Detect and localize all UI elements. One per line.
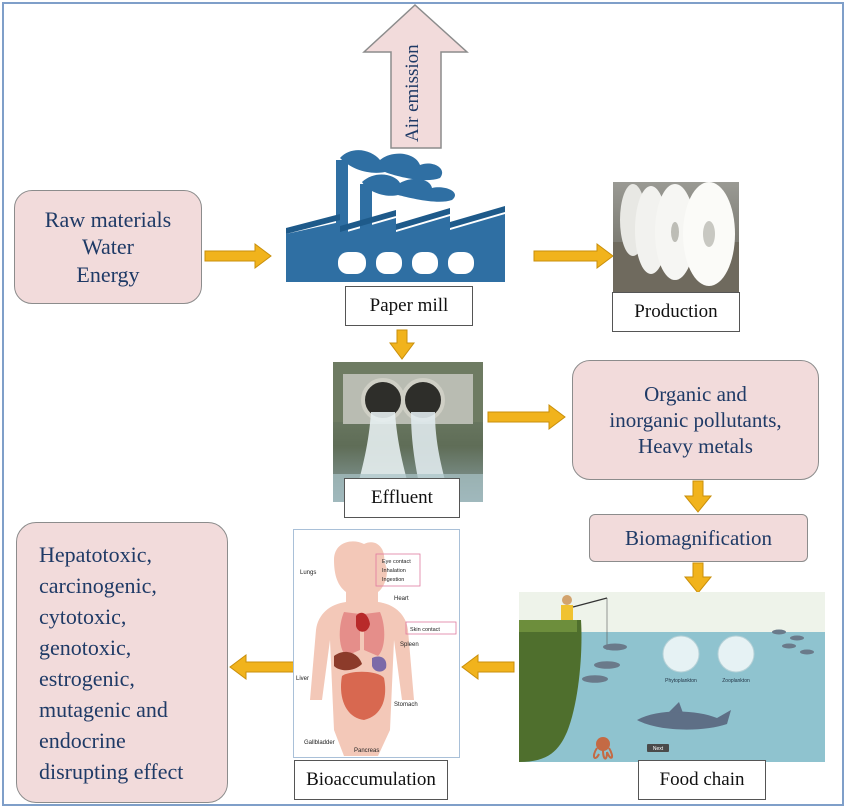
effect-hepatotoxic: Hepatotoxic, (39, 542, 153, 567)
effect-disrupting: disrupting effect (39, 759, 184, 784)
production-label: Production (612, 292, 740, 332)
pollutants-box: Organic and inorganic pollutants, Heavy … (572, 360, 819, 480)
effect-mutagenic: mutagenic and (39, 697, 168, 722)
effluent-label: Effluent (344, 478, 460, 518)
food-chain-label: Food chain (638, 760, 766, 800)
exposure-ingestion: Ingestion (382, 577, 404, 583)
organ-pancreas-label: Pancreas (354, 748, 379, 754)
health-effects-box: Hepatotoxic, carcinogenic, cytotoxic, ge… (16, 522, 228, 803)
organ-liver-label: Liver (296, 676, 309, 682)
exposure-inhalation: Inhalation (382, 568, 406, 574)
exposure-eye-contact: Eye contact (382, 559, 411, 565)
organ-heart-label: Heart (394, 596, 409, 602)
effect-genotoxic: genotoxic, (39, 635, 132, 660)
effect-endocrine: endocrine (39, 728, 126, 753)
next-button-label: Next (653, 746, 664, 752)
zooplankton-label: Zooplankton (722, 678, 750, 684)
pollutants-line-2: inorganic pollutants, (609, 407, 782, 432)
effect-cytotoxic: cytotoxic, (39, 604, 127, 629)
phytoplankton-label: Phytoplankton (665, 678, 697, 684)
paper-mill-label: Paper mill (345, 286, 473, 326)
effect-carcinogenic: carcinogenic, (39, 573, 157, 598)
organ-stomach-label: Stomach (394, 702, 418, 708)
inputs-box: Raw materials Water Energy (14, 190, 202, 304)
input-water: Water (82, 234, 134, 260)
organ-lungs-label: Lungs (300, 570, 316, 576)
biomagnification-box: Biomagnification (589, 514, 808, 562)
pollutants-line-3: Heavy metals (638, 434, 753, 459)
input-energy: Energy (76, 261, 140, 287)
organ-spleen-label: Spleen (400, 642, 419, 648)
food-chain-image: Phytoplankton Zooplankton Next (519, 592, 825, 762)
bioaccumulation-label: Bioaccumulation (294, 760, 448, 800)
exposure-skin-contact: Skin contact (410, 627, 440, 633)
paper-rolls-image (613, 182, 739, 294)
effect-estrogenic: estrogenic, (39, 666, 135, 691)
input-raw-materials: Raw materials (44, 206, 172, 232)
pollutants-line-1: Organic and (644, 381, 747, 406)
organ-gallbladder-label: Gallbladder (304, 740, 335, 746)
human-body-image: Lungs Heart Liver Spleen Stomach Gallbla… (293, 529, 460, 758)
